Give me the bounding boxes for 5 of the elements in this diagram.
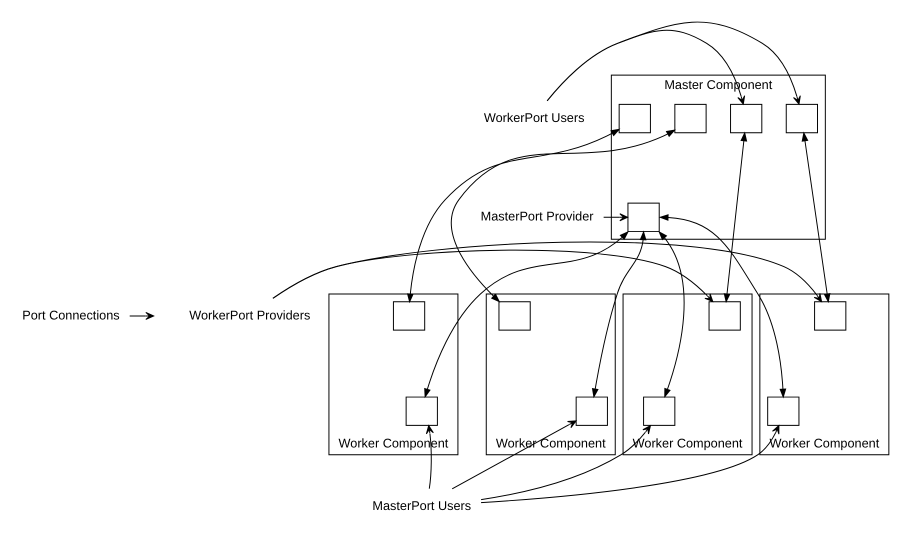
node-text: MasterPort Provider [480,209,594,224]
node-text: MasterPort Users [372,498,472,512]
node-text: WorkerPort Users [484,110,584,124]
node-text: Port Connections [22,308,120,322]
node-text: WorkerPort Providers [189,308,310,322]
